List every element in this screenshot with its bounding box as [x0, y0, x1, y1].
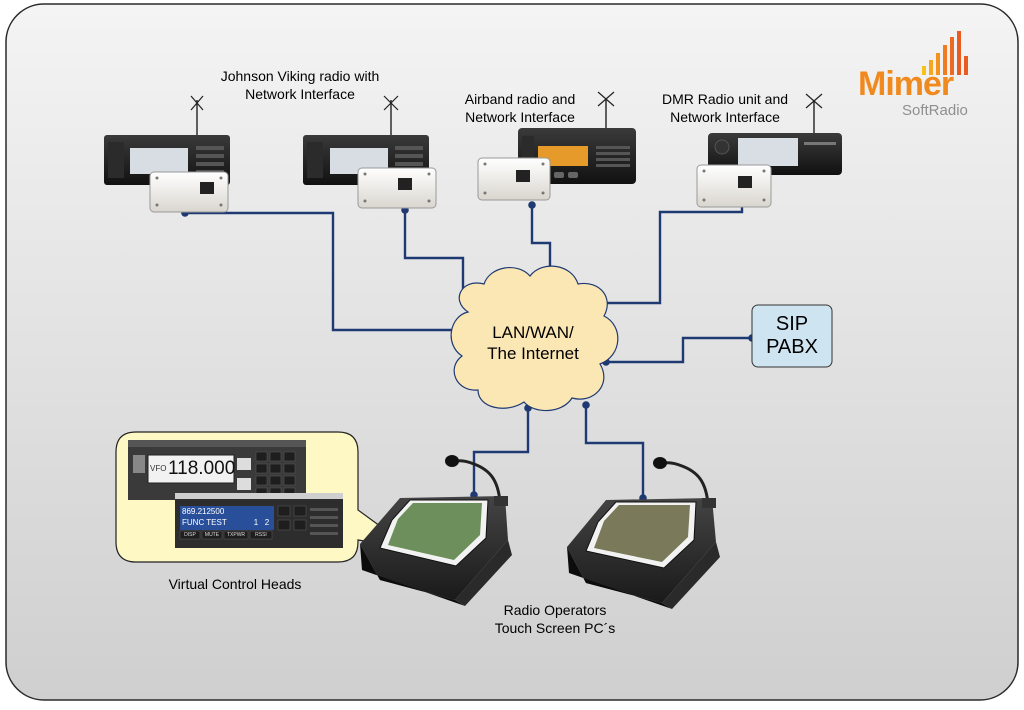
- link-dmr: [580, 203, 744, 305]
- label-cloud-line2: The Internet: [487, 344, 579, 363]
- label-johnson-line2: Network Interface: [245, 86, 355, 102]
- label-airband: Airband radio and Network Interface: [440, 90, 600, 126]
- mode-display: FUNC TEST: [182, 518, 227, 527]
- channel-2: 2: [264, 518, 270, 527]
- softkey-mute: MUTE: [204, 532, 220, 538]
- vch-screen-2: [175, 493, 343, 548]
- link-radio2: [403, 210, 465, 300]
- sip-pabx-box: [751, 304, 833, 368]
- network-interface-box-3: [477, 157, 551, 201]
- link-airband: [530, 205, 552, 278]
- label-johnson-line1: Johnson Viking radio with: [220, 68, 380, 84]
- label-johnson-viking: Johnson Viking radio with Network Interf…: [200, 67, 400, 103]
- label-virtual-control-heads: Virtual Control Heads: [168, 576, 302, 592]
- operator-console-2: [567, 457, 720, 609]
- label-operators-line1: Radio Operators: [503, 602, 607, 618]
- network-links: [185, 203, 752, 498]
- softkey-disp: DISP: [184, 532, 196, 538]
- channel-1: 1: [253, 518, 259, 527]
- vfo-frequency: 118.000: [168, 458, 236, 479]
- link-operator1: [472, 408, 530, 495]
- label-cloud: LAN/WAN/ The Internet: [458, 322, 608, 364]
- mimer-logo-icon: [922, 31, 968, 75]
- network-interface-box-2: [357, 167, 437, 209]
- link-operator2: [584, 405, 645, 498]
- label-airband-line2: Network Interface: [465, 109, 575, 125]
- freq2-display: 869.212500: [182, 507, 225, 516]
- logo-subtitle: SoftRadio: [902, 102, 968, 119]
- network-interface-box-1: [149, 171, 229, 213]
- vfo-label: VFO: [150, 464, 167, 473]
- logo-name: Mimer: [858, 65, 954, 103]
- label-pabx: PABX: [766, 336, 818, 358]
- softkey-txpwr: TXPWR: [226, 532, 246, 538]
- label-operators-line2: Touch Screen PC´s: [494, 620, 616, 636]
- label-sip-pabx: SIP PABX: [752, 313, 832, 359]
- softkey-rssi: RSSI: [255, 532, 267, 538]
- operator-console-1: [360, 455, 512, 606]
- label-cloud-line1: LAN/WAN/: [492, 323, 574, 342]
- link-sip: [606, 336, 752, 364]
- label-dmr-line1: DMR Radio unit and: [661, 91, 789, 107]
- label-dmr-line2: Network Interface: [670, 109, 780, 125]
- internet-cloud: [450, 265, 619, 412]
- link-radio1: [185, 211, 470, 332]
- label-dmr: DMR Radio unit and Network Interface: [640, 90, 810, 126]
- network-interface-box-4: [696, 164, 772, 208]
- label-airband-line1: Airband radio and: [464, 91, 576, 107]
- label-sip: SIP: [775, 313, 809, 335]
- label-radio-operators: Radio Operators Touch Screen PC´s: [455, 601, 655, 637]
- vch-screen-1: [128, 440, 306, 500]
